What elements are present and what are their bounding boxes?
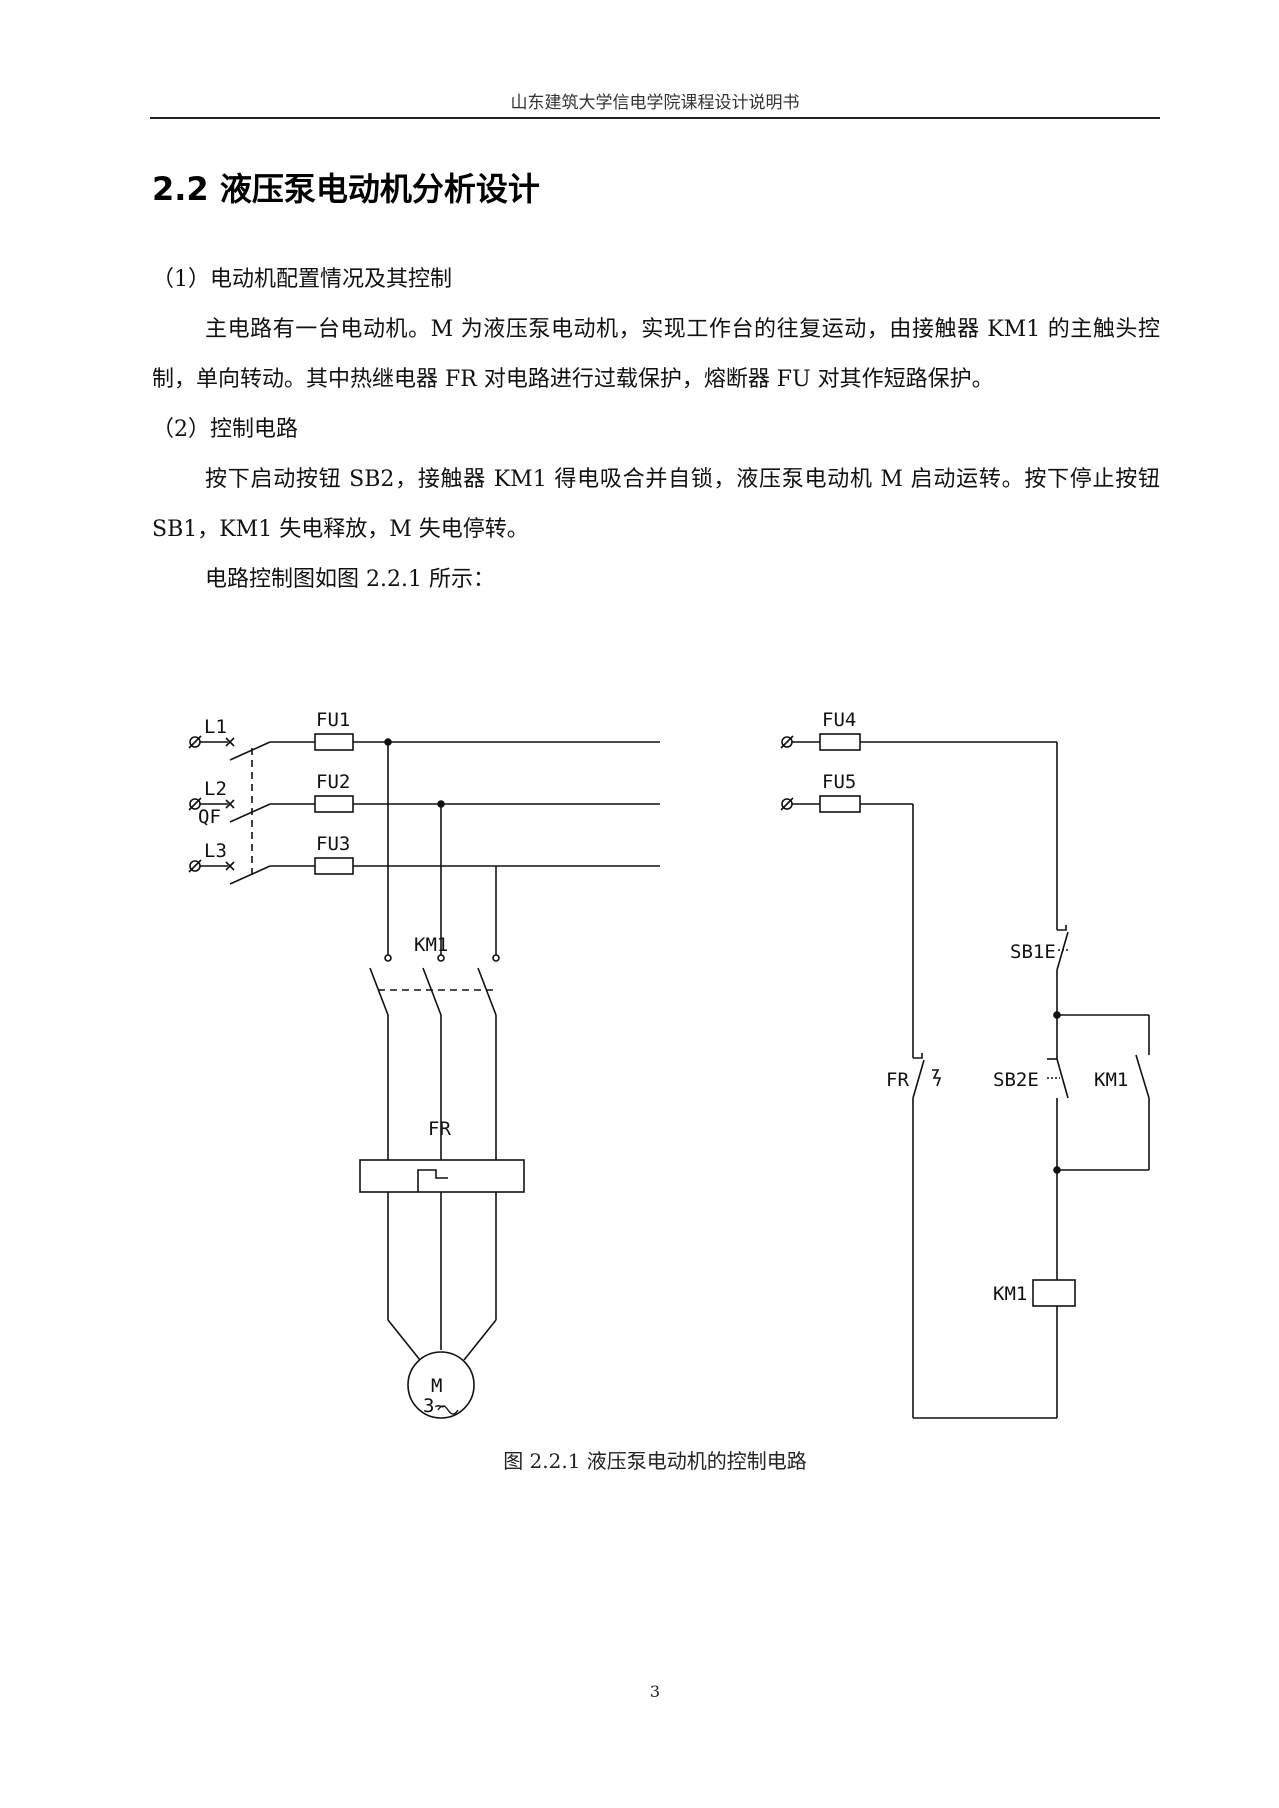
label-l3: L3 — [204, 840, 227, 862]
body-content: （1）电动机配置情况及其控制 主电路有一台电动机。M 为液压泵电动机，实现工作台… — [152, 255, 1160, 605]
label-sb1: SB1E — [1010, 941, 1056, 963]
label-fr-ctrl: FR — [886, 1069, 909, 1091]
fuse-fu5 — [819, 795, 861, 813]
subsection-heading-2: （2）控制电路 — [152, 417, 298, 442]
label-fu2: FU2 — [316, 771, 350, 793]
control-circuit-diagram: L1 L2 QF L3 FU1 FU2 FU3 KM1 FR M 3~ — [188, 709, 1150, 1419]
fuse-fu1 — [314, 733, 354, 751]
fr-nc-contact — [912, 1053, 942, 1099]
label-km1-coil: KM1 — [993, 1283, 1027, 1305]
km1-coil — [1032, 1279, 1076, 1307]
fuse-fu3 — [314, 857, 354, 875]
figure-caption: 图 2.2.1 液压泵电动机的控制电路 — [503, 1449, 807, 1473]
label-fr-main: FR — [428, 1118, 451, 1140]
label-sb2: SB2E — [993, 1069, 1039, 1091]
label-fu5: FU5 — [822, 771, 856, 793]
sb1-stop-button — [1056, 925, 1069, 971]
section-title: 2.2 液压泵电动机分析设计 — [152, 170, 540, 208]
paragraph-1: 主电路有一台电动机。M 为液压泵电动机，实现工作台的往复运动，由接触器 KM1 … — [152, 317, 1160, 392]
subsection-heading-1: （1）电动机配置情况及其控制 — [152, 267, 452, 292]
label-km1-main: KM1 — [414, 934, 448, 956]
km1-aux-contact — [1135, 1054, 1150, 1099]
fr-thermal-element — [359, 1159, 525, 1193]
qf-blade-1 — [229, 741, 271, 761]
label-l1: L1 — [204, 716, 227, 738]
label-km1-aux: KM1 — [1094, 1069, 1128, 1091]
page-number: 3 — [649, 1682, 661, 1701]
label-qf: QF — [198, 806, 221, 828]
figure-reference: 电路控制图如图 2.2.1 所示： — [205, 567, 495, 592]
fuse-fu2 — [314, 795, 354, 813]
motor-m — [407, 1351, 475, 1419]
qf-blade-3 — [229, 865, 271, 885]
label-motor: M — [431, 1375, 442, 1397]
control-circuit: FU4 FU5 SB1E SB2E KM1 FR KM1 — [780, 709, 1150, 1419]
page-header: 山东建筑大学信电学院课程设计说明书 — [510, 93, 800, 113]
km1-main-contacts — [369, 954, 500, 1016]
qf-blade-2 — [229, 803, 271, 823]
label-fu1: FU1 — [316, 709, 350, 731]
header-rule — [150, 117, 1160, 119]
main-circuit: L1 L2 QF L3 FU1 FU2 FU3 KM1 FR M 3~ — [188, 709, 660, 1419]
label-fu3: FU3 — [316, 833, 350, 855]
label-l2: L2 — [204, 778, 227, 800]
label-motor-sub: 3~ — [423, 1395, 446, 1417]
paragraph-2: 按下启动按钮 SB2，接触器 KM1 得电吸合并自锁，液压泵电动机 M 启动运转… — [152, 467, 1160, 542]
sb2-start-button — [1047, 1058, 1069, 1099]
label-fu4: FU4 — [822, 709, 856, 731]
fuse-fu4 — [819, 733, 861, 751]
